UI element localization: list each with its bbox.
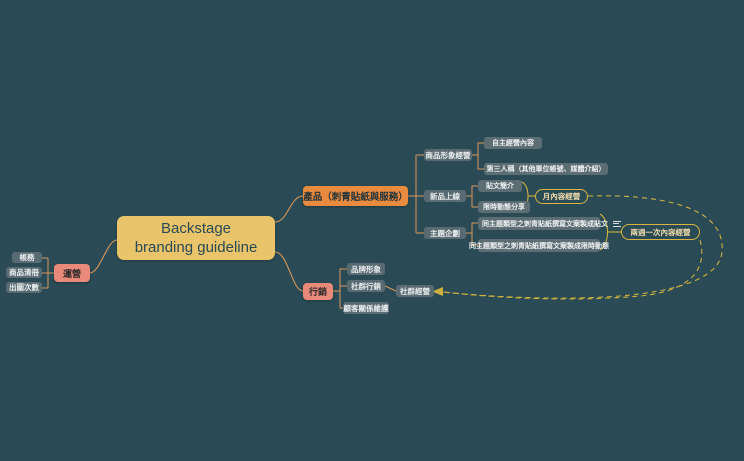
theme-child-story[interactable]: 同主題類型之刺青貼紙撰寫文案製成限時動態 bbox=[469, 239, 609, 252]
theme-child-post-label: 同主題類型之刺青貼紙撰寫文案製成貼文 bbox=[482, 220, 608, 228]
image-child-self-operated-content[interactable]: 自主經營內容 bbox=[484, 137, 542, 149]
marketing-child-customer-relations[interactable]: 顧客關係維護 bbox=[343, 302, 389, 314]
note-lines-icon bbox=[613, 220, 621, 227]
summary-biweekly-content[interactable]: 兩週一次內容經營 bbox=[621, 224, 700, 240]
branch-product[interactable]: 產品（刺青貼紙與服務） bbox=[303, 186, 408, 206]
product-group-theme-plan[interactable]: 主題企劃 bbox=[424, 227, 466, 239]
theme-child-post[interactable]: 同主題類型之刺青貼紙撰寫文案製成貼文 bbox=[478, 217, 621, 230]
branch-operations[interactable]: 運營 bbox=[54, 264, 90, 282]
marketing-node-social-operations[interactable]: 社群經營 bbox=[396, 285, 434, 297]
center-node-line2: branding guideline bbox=[134, 239, 258, 256]
product-group-image-management[interactable]: 商品形象經營 bbox=[424, 149, 472, 161]
operations-child-print-count[interactable]: 出圖次數 bbox=[6, 282, 42, 293]
center-node[interactable]: Backstage branding guideline bbox=[117, 216, 275, 260]
operations-child-accounting[interactable]: 帳務 bbox=[12, 252, 42, 263]
new-arrival-child-post-intro[interactable]: 貼文簡介 bbox=[478, 180, 522, 192]
operations-child-inventory[interactable]: 商品清冊 bbox=[6, 267, 42, 278]
marketing-child-social-marketing[interactable]: 社群行銷 bbox=[347, 280, 385, 292]
image-child-third-person[interactable]: 第三人稱（其他單位帳號、媒體介紹） bbox=[484, 163, 608, 175]
new-arrival-child-story-share[interactable]: 限時動態分享 bbox=[478, 201, 530, 213]
product-group-new-arrival[interactable]: 新品上線 bbox=[424, 190, 466, 202]
branch-marketing[interactable]: 行銷 bbox=[303, 283, 333, 300]
center-node-line1: Backstage bbox=[160, 220, 232, 237]
summary-monthly-content[interactable]: 月內容經營 bbox=[535, 189, 588, 204]
marketing-child-brand-image[interactable]: 品牌形象 bbox=[347, 263, 385, 275]
